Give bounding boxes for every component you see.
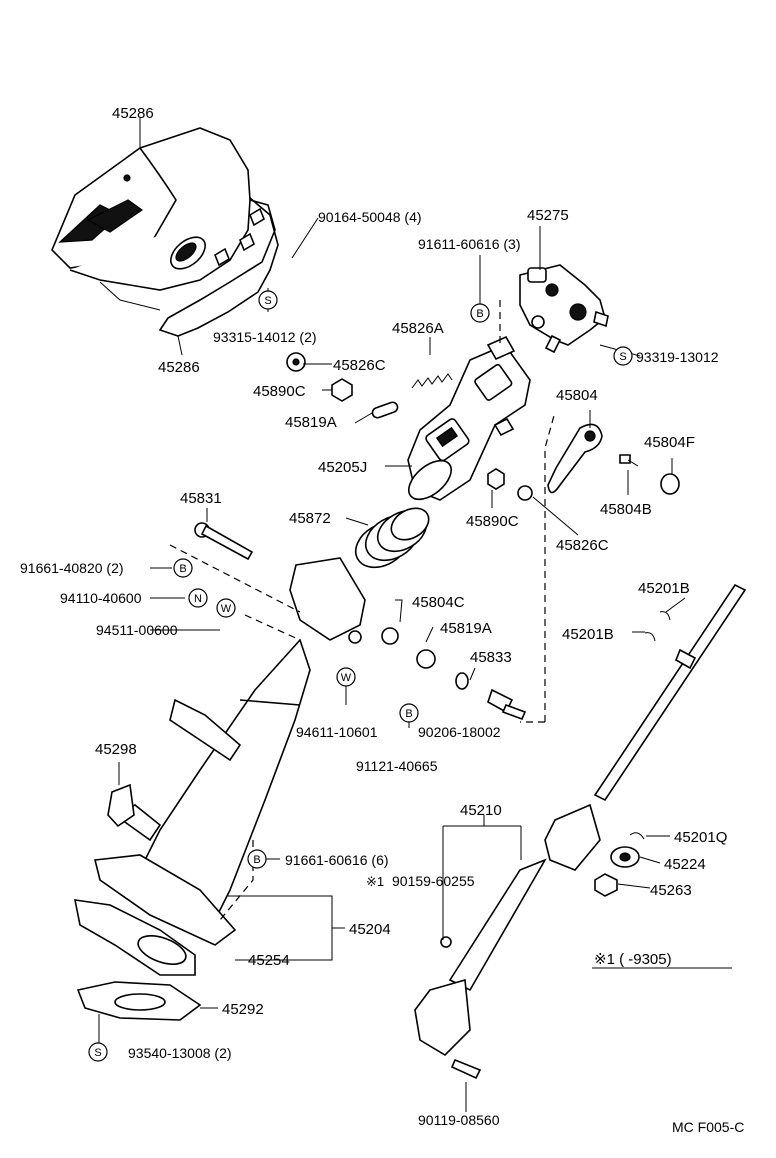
symbol-b-2-text: B <box>179 563 186 575</box>
label-91121-40665: 91121-40665 <box>356 758 438 774</box>
label-90206-18002: 90206-18002 <box>418 724 501 740</box>
nut-45263 <box>594 873 618 897</box>
boot-45872 <box>354 507 430 569</box>
label-90159-60255: 90159-60255 <box>392 873 475 889</box>
part-labels: 45286 45286 90164-50048 (4) 93315-14012 … <box>20 105 744 1135</box>
label-note-range: ※1 ( -9305) <box>594 951 672 968</box>
label-45201Q: 45201Q <box>674 829 727 846</box>
label-45804F: 45804F <box>644 434 695 451</box>
label-45831: 45831 <box>180 490 222 507</box>
symbol-s-2 <box>613 346 633 366</box>
label-45804C: 45804C <box>412 594 465 611</box>
symbol-b-1 <box>470 303 490 323</box>
label-45275: 45275 <box>527 207 569 224</box>
pin-45819A <box>371 401 399 419</box>
symbol-b-3 <box>399 703 419 723</box>
symbol-b-2 <box>173 558 193 578</box>
leader-lines <box>98 118 732 1112</box>
plate-45254 <box>73 899 196 976</box>
nut-45890C-upper <box>331 378 353 402</box>
spring-45826A <box>411 373 453 389</box>
symbol-w-2 <box>336 667 356 687</box>
label-45872: 45872 <box>289 510 331 527</box>
label-45298: 45298 <box>95 741 137 758</box>
bracket-45275 <box>519 264 609 354</box>
clip-45201B <box>644 611 671 642</box>
label-93319-13012: 93319-13012 <box>636 349 719 365</box>
screw-90119 <box>450 1058 482 1080</box>
housing-45205J <box>407 335 531 501</box>
washer-90206 <box>455 672 469 690</box>
symbol-n-text: N <box>194 593 202 605</box>
label-45804: 45804 <box>556 387 598 404</box>
label-45819A-lower: 45819A <box>440 620 492 637</box>
label-90164-50048: 90164-50048 (4) <box>318 209 422 225</box>
shaft-45210 <box>414 583 747 1057</box>
label-45890C-lower: 45890C <box>466 513 519 530</box>
label-45826A: 45826A <box>392 320 444 337</box>
label-45804B: 45804B <box>600 501 652 518</box>
label-90119-08560: 90119-08560 <box>418 1112 500 1128</box>
symbol-s-3 <box>88 1042 108 1062</box>
bushing-45826C-upper <box>286 352 306 372</box>
label-45204: 45204 <box>349 921 391 938</box>
label-45201B-lower: 45201B <box>562 626 614 643</box>
label-93540-13008: 93540-13008 (2) <box>128 1045 232 1061</box>
label-93315-14012: 93315-14012 (2) <box>213 329 317 345</box>
gasket-45292 <box>76 981 202 1021</box>
symbol-b-1-text: B <box>476 308 483 320</box>
bolt-45831 <box>194 522 254 561</box>
bolt-45833 <box>487 688 527 721</box>
symbol-s-2-text: S <box>619 351 626 363</box>
symbol-circles: S B S B N W W B B S <box>88 290 633 1062</box>
symbol-n <box>188 588 208 608</box>
label-footer-code: MC F005-C <box>672 1119 744 1135</box>
label-45819A-upper: 45819A <box>285 414 337 431</box>
label-45263: 45263 <box>650 882 692 899</box>
bushing-45826C-lower <box>517 485 533 501</box>
label-91661-40820: 91661-40820 (2) <box>20 560 124 576</box>
symbol-w-2-text: W <box>341 672 352 684</box>
label-45210: 45210 <box>460 802 502 819</box>
symbol-s-1 <box>258 290 278 310</box>
label-45286-bottom: 45286 <box>158 359 200 376</box>
guide-lines <box>169 300 556 921</box>
lever-45804 <box>547 423 603 494</box>
label-94110-40600: 94110-40600 <box>60 590 142 606</box>
symbol-b-3-text: B <box>405 708 412 720</box>
label-note-mark-90159: ※1 <box>366 874 384 889</box>
grommet-45224 <box>610 846 640 868</box>
label-45833: 45833 <box>470 649 512 666</box>
nut-45890C-lower <box>487 468 505 490</box>
column-cover-45286 <box>51 127 279 337</box>
screw-45804B <box>619 454 639 467</box>
clip-45201Q <box>629 832 645 840</box>
column-tube-45204 <box>94 557 436 946</box>
symbol-w-1-text: W <box>221 603 232 615</box>
label-45201B-upper: 45201B <box>638 580 690 597</box>
label-94511-00600: 94511-00600 <box>96 622 178 638</box>
symbol-b-4-text: B <box>253 854 260 866</box>
label-45286-top: 45286 <box>112 105 154 122</box>
cap-45804F <box>660 473 680 495</box>
label-45224: 45224 <box>664 856 706 873</box>
label-45205J: 45205J <box>318 459 367 476</box>
label-45292: 45292 <box>222 1001 264 1018</box>
symbol-s-3-text: S <box>94 1047 101 1059</box>
label-45254: 45254 <box>248 952 290 969</box>
label-45826C-upper: 45826C <box>333 357 386 374</box>
label-45890C-upper: 45890C <box>253 383 306 400</box>
label-91661-60616: 91661-60616 (6) <box>285 852 389 868</box>
symbol-b-4 <box>247 849 267 869</box>
label-94611-10601: 94611-10601 <box>296 724 378 740</box>
label-91611-60616: 91611-60616 (3) <box>418 236 520 252</box>
label-45826C-lower: 45826C <box>556 537 609 554</box>
symbol-w-1 <box>216 598 236 618</box>
cap-45298 <box>107 783 135 828</box>
symbol-s-1-text: S <box>264 295 271 307</box>
